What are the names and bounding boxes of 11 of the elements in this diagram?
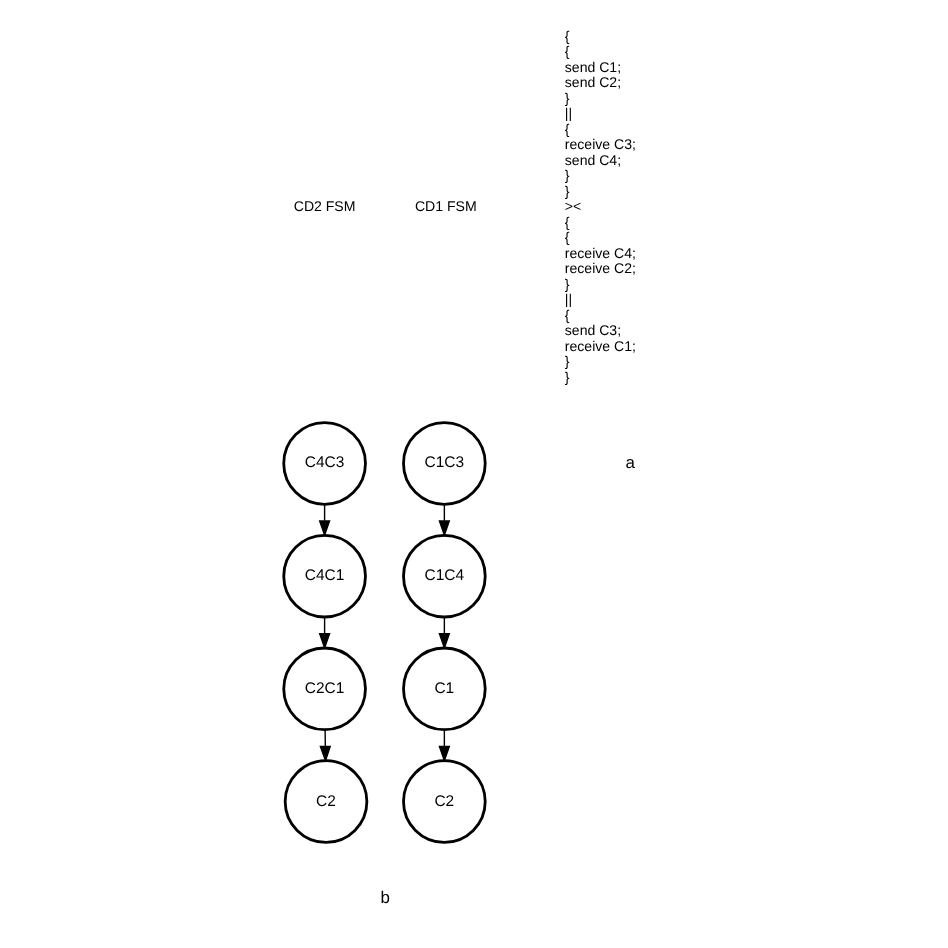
arrow bbox=[318, 729, 331, 763]
node-circle: C2 bbox=[401, 759, 486, 844]
label: a bbox=[624, 451, 635, 472]
node-circle: C1 bbox=[401, 646, 486, 732]
node-circle: C4C3 bbox=[281, 421, 366, 506]
node-circle: C2 bbox=[282, 759, 368, 844]
node-circle: C1C4 bbox=[401, 533, 486, 619]
node-circle: C2C1 bbox=[281, 646, 366, 732]
node-circle: C4C1 bbox=[281, 533, 366, 619]
node-circle: C1C3 bbox=[401, 421, 486, 506]
label: b bbox=[379, 887, 389, 908]
